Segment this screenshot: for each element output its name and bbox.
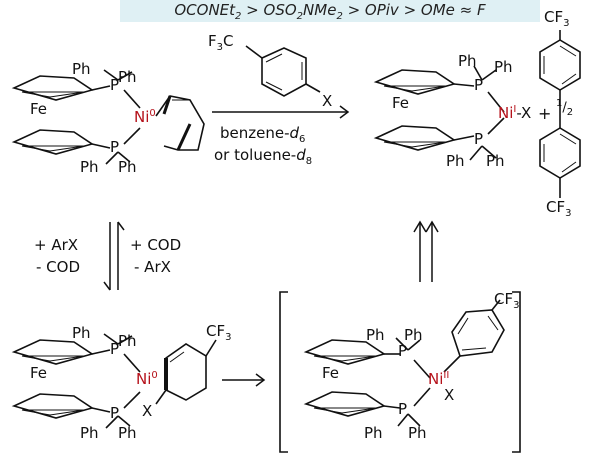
cf3-label: CF3	[544, 8, 570, 29]
complex-dppf-ni-cod	[11, 69, 205, 165]
arrow-equilibrium	[103, 221, 125, 291]
half-coefficient: 1/2	[556, 98, 574, 118]
cf3-label: CF3	[494, 290, 520, 311]
phosphorus-label: P	[110, 138, 120, 156]
ph-label: Ph	[364, 424, 383, 442]
solvent-toluene: or toluene-d8	[214, 146, 313, 167]
ph-label: Ph	[72, 324, 91, 342]
x-label: X	[142, 402, 153, 420]
solvent-benzene: benzene-d6	[220, 124, 306, 145]
ph-label: Ph	[118, 332, 137, 350]
nickel-x-label: NiI-X	[498, 104, 532, 122]
arrow-bottom	[222, 373, 266, 387]
x-label: X	[444, 386, 455, 404]
product-biaryl	[539, 30, 581, 198]
ph-label: Ph	[118, 68, 137, 86]
complex-dppf-ni-ii-aryl	[279, 291, 521, 453]
arrow-top	[212, 105, 350, 119]
ph-label: Ph	[446, 152, 465, 170]
nickel-label: Ni0	[134, 108, 156, 126]
ph-label: Ph	[118, 158, 137, 176]
phosphorus-label: P	[110, 76, 120, 94]
plus-sign: +	[538, 104, 552, 123]
phosphorus-label: P	[474, 130, 484, 148]
ph-label: Ph	[408, 424, 427, 442]
reagent-aryl-x	[245, 45, 321, 97]
selectivity-order-text: OCONEt2 > OSO2NMe2 > OPiv > OMe ≈ F	[174, 1, 486, 22]
cf3-label: CF3	[546, 198, 572, 219]
minus-arx-label: - ArX	[134, 258, 171, 276]
nickel-label: Ni0	[136, 370, 158, 388]
ph-label: Ph	[80, 158, 99, 176]
nickel-label: NiII	[428, 370, 450, 388]
add-cod-label: + COD	[130, 236, 182, 254]
ph-label: Ph	[494, 58, 513, 76]
add-arx-label: + ArX	[34, 236, 79, 254]
iron-label: Fe	[30, 100, 48, 118]
phosphorus-label: P	[398, 342, 408, 360]
iron-label: Fe	[30, 364, 48, 382]
selectivity-banner: OCONEt2 > OSO2NMe2 > OPiv > OMe ≈ F	[120, 0, 540, 22]
phosphorus-label: P	[110, 340, 120, 358]
cf3-label: F3C	[208, 32, 234, 53]
complex-dppf-ni-arene	[11, 333, 217, 429]
phosphorus-label: P	[398, 400, 408, 418]
complex-dppf-ni-i-x	[373, 65, 505, 161]
phosphorus-label: P	[474, 76, 484, 94]
x-label: X	[322, 92, 333, 110]
minus-cod-label: - COD	[36, 258, 81, 276]
ph-label: Ph	[366, 326, 385, 344]
ph-label: Ph	[486, 152, 505, 170]
iron-label: Fe	[392, 94, 410, 112]
ph-label: Ph	[80, 424, 99, 442]
arrow-up-double	[413, 220, 439, 282]
ph-label: Ph	[118, 424, 137, 442]
ph-label: Ph	[404, 326, 423, 344]
cf3-label: CF3	[206, 322, 232, 343]
phosphorus-label: P	[110, 404, 120, 422]
iron-label: Fe	[322, 364, 340, 382]
ph-label: Ph	[458, 52, 477, 70]
ph-label: Ph	[72, 60, 91, 78]
